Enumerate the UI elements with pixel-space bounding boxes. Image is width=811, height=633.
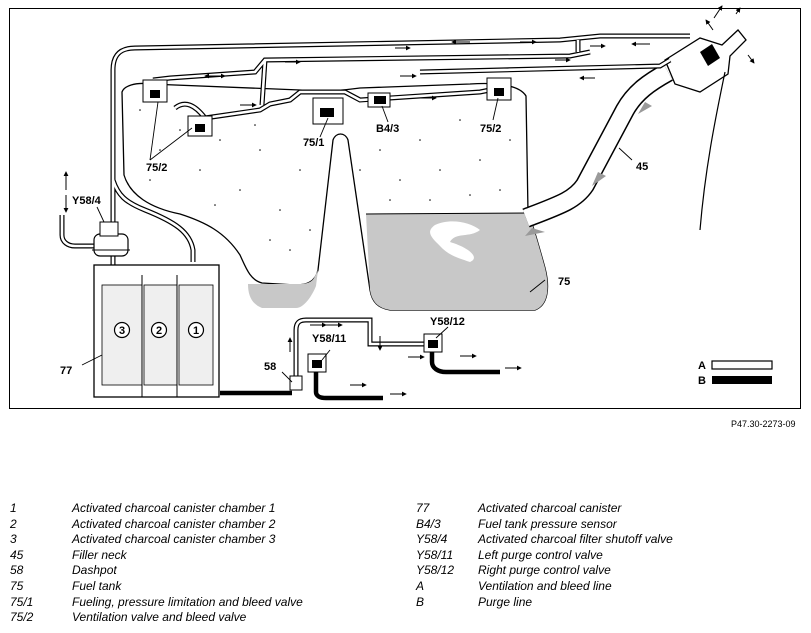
- legend-item: B4/3 Fuel tank pressure sensor: [416, 517, 806, 533]
- valve-75-1: [312, 97, 344, 125]
- label-y58-12: Y58/12: [430, 316, 465, 328]
- label-75-1: 75/1: [303, 137, 324, 149]
- valve-75-2-left-b: [187, 115, 213, 137]
- key-a-swatch: [711, 360, 773, 370]
- legend-text: Dashpot: [72, 563, 117, 578]
- legend-text: Activated charcoal canister chamber 2: [72, 516, 276, 531]
- legend-key: Y58/11: [416, 547, 454, 562]
- legend-item: 45 Filler neck: [10, 548, 400, 564]
- legend-key: 1: [10, 501, 17, 515]
- legend-item: Y58/11 Left purge control valve: [416, 548, 806, 564]
- legend-text: Purge line: [478, 594, 533, 609]
- legend-text: Activated charcoal canister chamber 1: [72, 501, 276, 515]
- label-45: 45: [636, 161, 648, 173]
- legend-item: 1 Activated charcoal canister chamber 1: [10, 501, 400, 517]
- label-58: 58: [264, 361, 276, 373]
- legend-key: 45: [10, 547, 24, 562]
- valve-y58-11: [307, 353, 327, 373]
- legend-key: 75/1: [10, 594, 34, 609]
- valve-75-2-left-a: [142, 79, 168, 103]
- chamber-2-label: 2: [156, 325, 162, 337]
- chamber-2-circle: [150, 321, 168, 339]
- legend-item: Y58/4 Activated charcoal filter shutoff v…: [416, 532, 806, 548]
- tank-vapor-dots: [139, 109, 511, 251]
- legend-key: 3: [10, 532, 17, 547]
- key-b-label: B: [698, 375, 706, 387]
- fuel-evaporation-diagram: Y58/4 75/2 75/1 B4/3 75/2 45 75 Y58/11 Y…: [9, 5, 801, 409]
- legend-key: 58: [10, 563, 24, 578]
- legend-text: Fueling, pressure limitation and bleed v…: [72, 594, 303, 609]
- fuel-level-left: [248, 270, 318, 308]
- dashpot-58: [289, 375, 303, 391]
- diagram-frame: [9, 8, 801, 409]
- label-75: 75: [558, 276, 570, 288]
- leader-lines: [81, 97, 633, 383]
- legend-text: Ventilation and bleed line: [478, 578, 612, 593]
- legend-item: 3 Activated charcoal canister chamber 3: [10, 532, 400, 548]
- legend-text: Activated charcoal canister: [478, 501, 622, 515]
- key-b-swatch: [712, 376, 772, 384]
- legend-item: 77 Activated charcoal canister: [416, 501, 806, 517]
- legend-text: Ventilation valve and bleed valve: [72, 610, 247, 625]
- legend-text: Fuel tank pressure sensor: [478, 516, 617, 531]
- legend-item: 75 Fuel tank: [10, 579, 400, 595]
- valve-75-2-right: [486, 77, 512, 101]
- legend-item: B Purge line: [416, 595, 806, 611]
- legend-key: 2: [10, 516, 17, 531]
- legend-text: Fuel tank: [72, 578, 122, 593]
- chamber-1-circle: [187, 321, 205, 339]
- chamber-3-circle: [113, 321, 131, 339]
- filler-cap-assembly: [664, 5, 755, 93]
- legend-item: 58 Dashpot: [10, 563, 400, 579]
- label-75-2-right: 75/2: [480, 123, 501, 135]
- purge-lines: [220, 350, 500, 401]
- legend-item: 75/1 Fueling, pressure limitation and ble…: [10, 595, 400, 611]
- label-75-2-left: 75/2: [146, 162, 167, 174]
- legend-key: 77: [416, 501, 430, 515]
- legend-text: Activated charcoal filter shutoff valve: [478, 532, 673, 547]
- key-a-label: A: [698, 360, 706, 372]
- chamber-1-label: 1: [193, 325, 199, 337]
- legend-key: 75/2: [10, 610, 34, 625]
- legend-text: Left purge control valve: [478, 547, 603, 562]
- chamber-3-label: 3: [119, 325, 125, 337]
- legend-text: Right purge control valve: [478, 563, 611, 578]
- legend-text: Filler neck: [72, 547, 127, 562]
- legend-key: B4/3: [416, 516, 441, 531]
- legend-key: A: [416, 578, 425, 593]
- fuel-level-right: [366, 213, 548, 310]
- figure-reference: P47.30-2273-09: [731, 419, 796, 429]
- label-y58-4: Y58/4: [72, 195, 102, 207]
- legend-key: Y58/12: [416, 563, 455, 578]
- legend-item: A Ventilation and bleed line: [416, 579, 806, 595]
- valve-y58-12: [423, 333, 443, 353]
- y58-4-valve: [92, 221, 130, 257]
- legend-item: 2 Activated charcoal canister chamber 2: [10, 517, 400, 533]
- legend-key: B: [416, 594, 425, 609]
- legend-key: Y58/4: [416, 532, 448, 547]
- legend-item: Y58/12 Right purge control valve: [416, 563, 806, 579]
- legend-item: 75/2 Ventilation valve and bleed valve: [10, 610, 400, 626]
- legend-key: 75: [10, 578, 24, 593]
- legend-text: Activated charcoal canister chamber 3: [72, 532, 276, 547]
- label-y58-11: Y58/11: [312, 333, 346, 345]
- pressure-sensor-b4-3: [367, 92, 391, 108]
- label-77: 77: [60, 365, 72, 377]
- label-b4-3: B4/3: [376, 123, 399, 135]
